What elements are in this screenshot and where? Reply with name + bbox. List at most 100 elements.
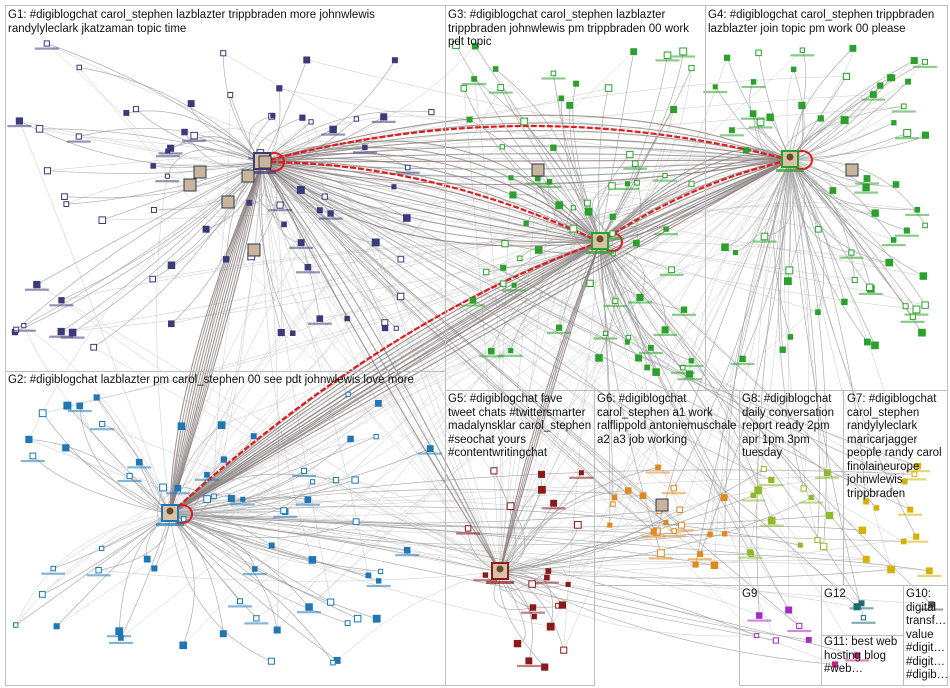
hub-label-mark: [486, 581, 514, 584]
graph-edge: [261, 115, 470, 163]
graph-node: [501, 240, 509, 248]
graph-node: [497, 84, 505, 91]
graph-node: [842, 72, 851, 80]
node-label-mark: [905, 213, 930, 216]
hub-label-mark: [156, 523, 184, 526]
avatar-node: [221, 195, 235, 209]
graph-node: [768, 476, 775, 483]
node-label-mark: [747, 619, 772, 622]
graph-edge: [32, 455, 171, 515]
node-label-mark: [904, 540, 929, 543]
graph-node: [565, 581, 571, 588]
graph-node: [371, 238, 380, 247]
graph-edge: [19, 120, 171, 515]
graph-node: [490, 467, 498, 475]
graph-node: [873, 505, 880, 511]
graph-edge: [307, 499, 501, 573]
graph-node: [712, 84, 718, 90]
avatar-node: [258, 155, 272, 169]
graph-edge: [169, 161, 263, 515]
graph-node: [546, 622, 555, 631]
node-label-mark: [127, 466, 152, 469]
highlighted-edge: [261, 160, 601, 243]
graph-node: [680, 365, 686, 371]
graph-node: [164, 173, 170, 179]
graph-node: [739, 355, 746, 363]
graph-node: [767, 516, 776, 525]
graph-edge: [789, 159, 924, 277]
graph-node: [151, 207, 157, 213]
graph-edge: [777, 159, 804, 489]
graph-node: [864, 338, 871, 346]
graph-node: [290, 330, 296, 336]
graph-node: [604, 84, 613, 92]
graph-node: [578, 470, 584, 476]
graph-node: [671, 528, 677, 534]
graph-edge: [336, 571, 501, 661]
graph-node: [853, 603, 861, 611]
node-label-mark: [855, 182, 879, 185]
graph-edge: [261, 161, 601, 243]
graph-node: [756, 612, 763, 619]
graph-node: [648, 345, 654, 351]
graph-edge: [599, 241, 867, 502]
graph-node: [329, 125, 337, 134]
graph-edge: [28, 161, 263, 440]
node-label-mark: [49, 304, 74, 307]
graph-edge: [19, 120, 601, 243]
graph-node: [300, 467, 307, 474]
graph-edge: [169, 513, 551, 627]
graph-edge: [709, 159, 791, 535]
graph-node: [135, 458, 143, 466]
graph-node: [500, 280, 507, 287]
graph-edge: [714, 159, 791, 566]
node-label-mark: [703, 90, 728, 94]
graph-node: [779, 346, 786, 353]
graph-node: [123, 110, 130, 116]
graph-edge: [261, 161, 701, 555]
graph-node: [902, 478, 908, 485]
graph-node: [550, 70, 557, 77]
graph-node: [841, 298, 848, 306]
graph-edge: [789, 159, 820, 541]
hub-label-mark: [248, 171, 276, 174]
graph-edge: [599, 241, 800, 627]
node-label-mark: [502, 289, 527, 292]
graph-node: [333, 477, 340, 484]
graph-node: [657, 549, 665, 558]
node-label-mark: [600, 237, 625, 240]
node-label-mark: [845, 659, 870, 662]
group-label-g6: G6: #digiblogchat carol_stephen a1 work …: [597, 393, 740, 446]
hub-avatar-face: [786, 153, 794, 161]
graph-node: [90, 343, 98, 351]
graph-node: [168, 320, 175, 328]
graph-node: [710, 561, 719, 569]
avatar-node: [845, 163, 859, 177]
graph-edge: [455, 44, 601, 243]
graph-node: [595, 354, 603, 362]
graph-edge: [28, 439, 171, 515]
graph-edge: [789, 159, 824, 313]
graph-node: [555, 201, 564, 210]
graph-edge: [79, 405, 171, 515]
graph-edge: [756, 159, 791, 616]
graph-node: [729, 127, 735, 134]
graph-node: [268, 542, 275, 549]
graph-edge: [169, 513, 682, 534]
node-label-mark: [244, 622, 269, 625]
graph-edge: [599, 241, 773, 521]
node-label-mark: [307, 322, 332, 325]
hub-label-mark: [586, 251, 614, 254]
node-label-mark: [395, 171, 420, 174]
node-label-mark: [679, 364, 704, 367]
graph-node: [688, 180, 695, 187]
node-label-mark: [671, 55, 696, 58]
node-label-mark: [913, 65, 938, 68]
node-label-mark: [456, 532, 481, 535]
graph-edge: [789, 159, 867, 502]
graph-node: [652, 368, 660, 376]
graph-edge: [72, 161, 263, 333]
graph-node: [513, 639, 522, 648]
graph-edges: [14, 43, 932, 668]
graph-node: [506, 502, 515, 510]
